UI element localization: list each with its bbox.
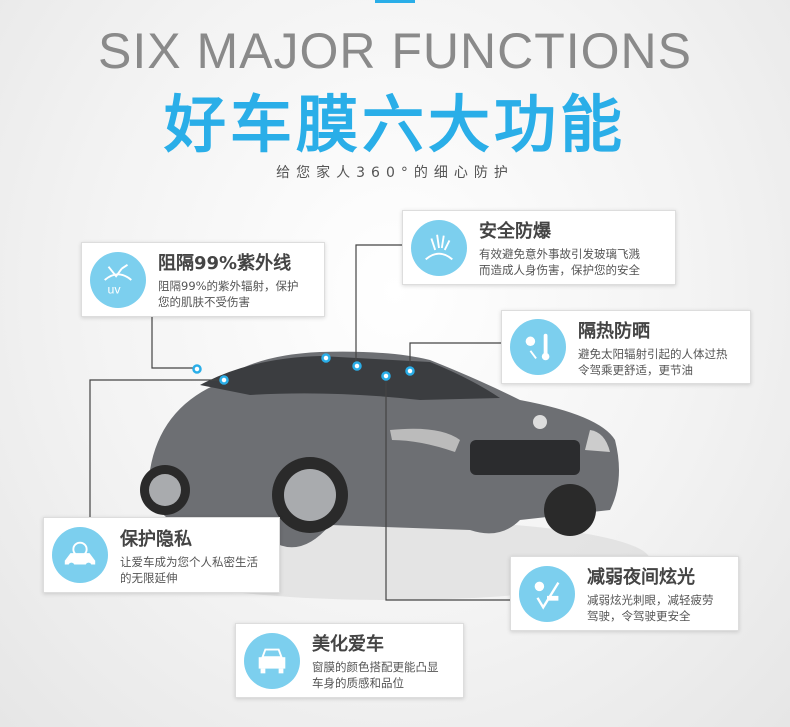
svg-text:uv: uv — [108, 282, 122, 296]
feature-desc-line: 让爱车成为您个人私密生活 — [120, 554, 258, 569]
feature-desc-line: 而造成人身伤害，保护您的安全 — [479, 263, 640, 277]
privacy-car-icon — [52, 527, 108, 583]
feature-title: 隔热防晒 — [578, 320, 650, 342]
shatter-icon — [411, 219, 467, 276]
feature-desc-line: 窗膜的颜色搭配更能凸显 — [312, 660, 439, 674]
feature-desc-line: 减弱炫光刺眼，减轻疲劳 — [587, 593, 714, 607]
feature-desc-line: 阻隔99%的紫外辐射，保护 — [158, 279, 299, 293]
uv-icon: uv — [90, 251, 146, 308]
subtitle: 给您家人360°的细心防护 — [276, 165, 514, 181]
feature-beauty: 美化爱车窗膜的颜色搭配更能凸显车身的质感和品位 — [235, 623, 464, 698]
feature-heat: 隔热防晒避免太阳辐射引起的人体过热令驾乘更舒适，更节油 — [501, 310, 751, 384]
english-title: SIX MAJOR FUNCTIONS — [97, 23, 693, 79]
feature-desc-line: 驾驶，令驾驶更安全 — [587, 609, 691, 623]
feature-desc-line: 避免太阳辐射引起的人体过热 — [578, 346, 728, 361]
feature-title: 减弱夜间炫光 — [587, 567, 695, 588]
sun-thermometer-icon — [510, 319, 566, 375]
feature-desc-line: 的无限延伸 — [120, 570, 178, 585]
top-accent-bar — [375, 0, 415, 3]
feature-safety: 安全防爆有效避免意外事故引发玻璃飞溅而造成人身伤害，保护您的安全 — [402, 210, 676, 285]
feature-title: 阻隔99%紫外线 — [158, 253, 292, 274]
feature-title: 美化爱车 — [312, 634, 384, 655]
feature-title: 安全防爆 — [479, 221, 551, 242]
feature-title: 保护隐私 — [120, 528, 192, 550]
feature-desc-line: 令驾乘更舒适，更节油 — [578, 362, 693, 377]
feature-desc-line: 车身的质感和品位 — [312, 676, 404, 690]
feature-desc-line: 您的肌肤不受伤害 — [158, 295, 250, 309]
feature-privacy: 保护隐私让爱车成为您个人私密生活的无限延伸 — [43, 517, 280, 593]
glare-icon — [519, 565, 575, 622]
chinese-title: 好车膜六大功能 — [163, 88, 626, 161]
car-front-icon — [244, 632, 300, 689]
feature-desc-line: 有效避免意外事故引发玻璃飞溅 — [479, 247, 640, 261]
feature-uv: uv 阻隔99%紫外线阻隔99%的紫外辐射，保护您的肌肤不受伤害 — [81, 242, 325, 317]
feature-glare: 减弱夜间炫光减弱炫光刺眼，减轻疲劳驾驶，令驾驶更安全 — [510, 556, 739, 631]
